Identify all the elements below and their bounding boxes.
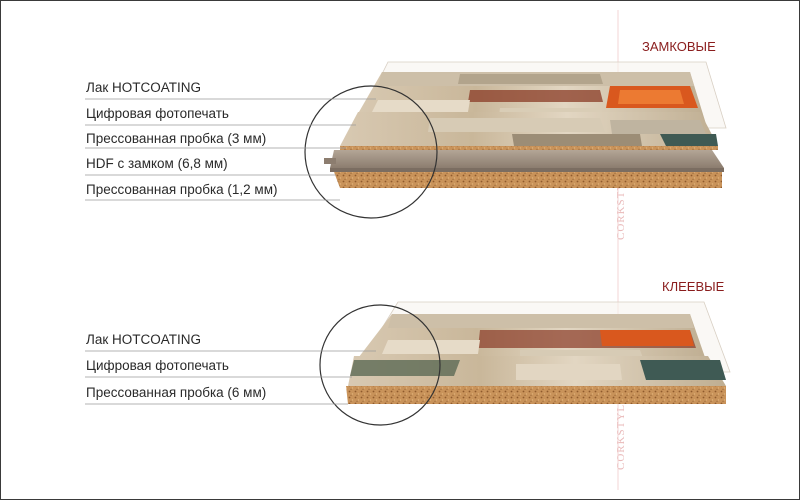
- layer-label: Прессованная пробка (3 мм): [86, 131, 266, 146]
- layer-label: Лак HOTCOATING: [86, 332, 201, 347]
- layer-label: Цифровая фотопечать: [86, 106, 229, 121]
- hdf-lock-layer: [324, 150, 724, 172]
- pressed-cork-layer: [346, 356, 726, 404]
- pressed-cork-top-layer: [340, 112, 718, 150]
- section-heading: ЗАМКОВЫЕ: [642, 39, 716, 54]
- section-glue-down: КЛЕЕВЫЕ Лак HOTCOATING: [85, 279, 731, 426]
- photo-print-layer: [352, 72, 706, 124]
- watermark-text-bottom: CORKSTYLE: [615, 396, 627, 470]
- leader-lines: [85, 98, 376, 201]
- pressed-cork-bottom-layer: [334, 172, 722, 188]
- magnifier-circle: [319, 304, 441, 426]
- layer-label: HDF с замком (6,8 мм): [86, 156, 228, 171]
- magnifier-circle: [304, 85, 438, 219]
- layer-label: Цифровая фотопечать: [86, 358, 229, 373]
- leader-lines: [85, 350, 376, 405]
- layer-label: Лак HOTCOATING: [86, 80, 201, 95]
- layer-label: Прессованная пробка (1,2 мм): [86, 182, 277, 197]
- layer-label: Прессованная пробка (6 мм): [86, 385, 266, 400]
- section-click-lock: ЗАМКОВЫЕ: [85, 39, 727, 219]
- section-heading: КЛЕЕВЫЕ: [662, 279, 725, 294]
